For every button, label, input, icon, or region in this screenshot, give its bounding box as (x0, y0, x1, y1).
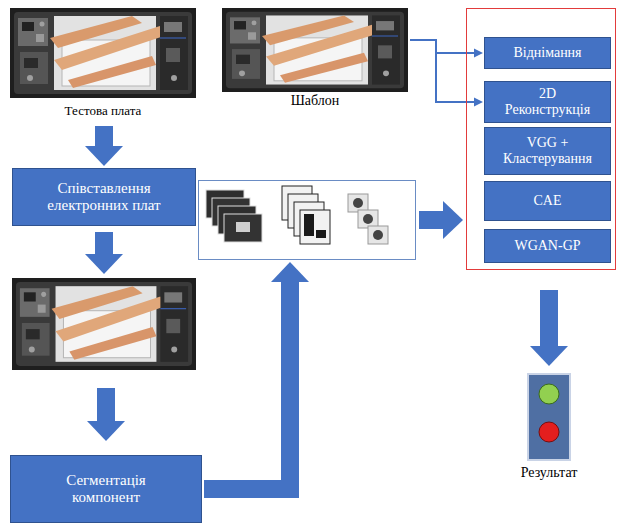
method-box: WGAN-GP (484, 229, 611, 263)
method-box: VGG + Кластерування (484, 127, 611, 175)
arrow-shaft (204, 280, 290, 489)
arrow-shaft (95, 232, 113, 256)
flow-arrow (410, 40, 483, 58)
template-photo: Шаблон (220, 8, 410, 112)
node-label: WGAN-GP (514, 238, 580, 254)
arrow-shaft (97, 388, 115, 423)
flow-arrow (419, 201, 463, 239)
node-label: Шаблон (291, 93, 340, 109)
traffic-light (528, 374, 570, 460)
process-box: Співставлення електронних плат (12, 168, 196, 226)
traffic-light-part (539, 422, 559, 442)
arrow-head (474, 49, 483, 58)
arrow-shaft (95, 126, 113, 148)
node-label: VGG + Кластерування (495, 135, 600, 167)
node-label: Віднімання (513, 45, 581, 61)
arrow-head (271, 262, 309, 282)
flow-arrow (204, 262, 309, 489)
traffic-light-part (528, 374, 570, 460)
node-label: Співставлення електронних плат (21, 180, 187, 215)
arrow-head (85, 146, 123, 166)
component-crops-part (358, 210, 378, 228)
component-crops-part (304, 214, 314, 236)
flow-arrow (85, 126, 123, 166)
component-crops-part (373, 230, 383, 240)
arrow-head (87, 421, 125, 441)
aligned-board-photo (12, 278, 196, 370)
process-box: Сегментація компонент (10, 455, 202, 523)
arrow-shaft (540, 290, 558, 348)
methods-frame: Віднімання 2D РеконструкціяVGG + Кластеру… (466, 8, 616, 270)
arrow-head (443, 201, 463, 239)
component-crops-part (224, 214, 262, 242)
component-crops-part (363, 214, 373, 224)
node-label: 2D Реконструкція (495, 86, 600, 118)
node-label: Результат (521, 465, 578, 481)
component-crops-part (300, 210, 330, 244)
crops-panel (198, 180, 416, 260)
component-crops-part (348, 194, 368, 212)
flow-arrow (87, 388, 125, 441)
component-crops-part (353, 198, 363, 208)
node-label: CAE (534, 193, 562, 209)
component-crops (206, 186, 388, 244)
node-label: Тестова плата (65, 104, 142, 119)
method-box: 2D Реконструкція (484, 81, 611, 123)
arrow-head (474, 98, 483, 107)
component-crops-part (316, 230, 326, 238)
arrow-head (85, 254, 123, 274)
test-board-photo: Тестова плата (8, 8, 198, 122)
method-box: Віднімання (484, 37, 611, 69)
arrow-shaft (419, 211, 445, 229)
component-crops-part (368, 226, 388, 244)
template-image (222, 8, 408, 92)
flow-arrow (85, 232, 123, 274)
component-crops-part (236, 222, 250, 232)
arrow-head (530, 346, 568, 366)
method-box: CAE (484, 181, 611, 221)
flow-arrow (530, 290, 568, 366)
node-label: Сегментація компонент (47, 472, 165, 507)
result-indicator: Результат (506, 372, 592, 484)
test-board-image (10, 8, 196, 98)
aligned-board-image (12, 278, 196, 370)
traffic-light-part (539, 384, 559, 404)
flow-arrow (410, 40, 483, 107)
